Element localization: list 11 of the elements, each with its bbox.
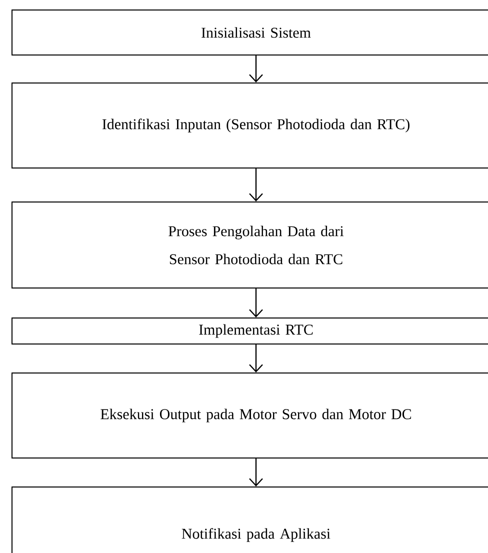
arrow xyxy=(249,458,263,486)
arrow xyxy=(249,344,263,372)
arrow xyxy=(249,56,263,82)
process-box: Proses Pengolahan Data dari Sensor Photodioda dan RTC xyxy=(12,202,488,288)
process-box: Notifikasi pada Aplikasi xyxy=(12,486,488,553)
process-box: Inisialisasi Sistem xyxy=(12,10,488,56)
process-box: Identifikasi Inputan (Sensor Photodioda dan RTC) xyxy=(12,82,488,168)
process-box: Eksekusi Output pada Motor Servo dan Motor DC xyxy=(12,372,488,458)
arrow xyxy=(249,168,263,202)
arrow xyxy=(249,288,263,318)
process-box: Implementasi RTC xyxy=(12,318,488,344)
